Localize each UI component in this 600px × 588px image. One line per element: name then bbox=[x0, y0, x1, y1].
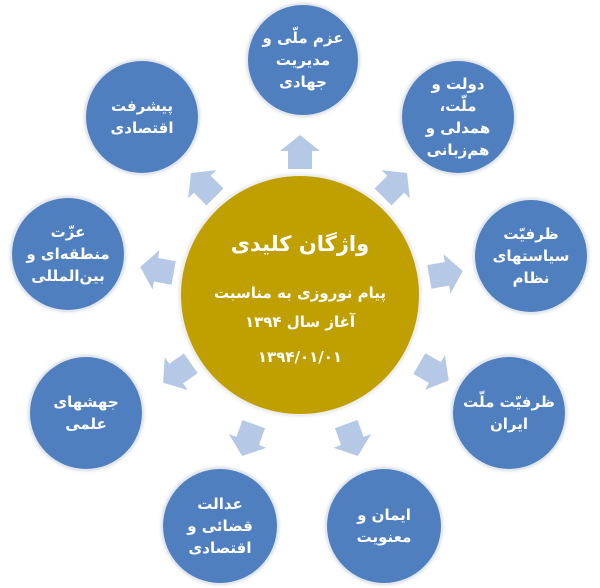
node-judicial-economic-justice: عدالت قضائی و اقتصادی bbox=[163, 469, 277, 583]
node-label: ظرفیّت سیاستهای نظام bbox=[492, 225, 570, 287]
arrow-up-left-icon bbox=[177, 159, 229, 211]
arrow-up-icon bbox=[280, 135, 320, 169]
center-date: ۱۳۹۴/۰۱/۰۱ bbox=[257, 348, 343, 366]
node-label: ایمان و معنویت bbox=[356, 506, 412, 546]
node-label: پیشرفت اقتصادی bbox=[110, 97, 174, 137]
node-label: ظرفیّت ملّت ایران bbox=[463, 393, 555, 433]
node-economic-progress: پیشرفت اقتصادی bbox=[86, 61, 198, 173]
node-scientific-leaps: جهشهای علمی bbox=[30, 357, 142, 469]
arrow-up-right-icon bbox=[369, 159, 421, 211]
node-national-resolve: عزم ملّی و مدیریت جهادی bbox=[248, 5, 358, 115]
center-subtitle-line2: آغاز سال ۱۳۹۴ bbox=[244, 313, 356, 331]
arrow-right-icon bbox=[426, 251, 466, 296]
node-label: عزم ملّی و مدیریت جهادی bbox=[262, 29, 344, 91]
node-label: عزّت منطقه‌ای و بین‌المللی bbox=[26, 223, 110, 285]
node-regional-international-dignity: عزّت منطقه‌ای و بین‌المللی bbox=[12, 198, 124, 310]
node-system-policies: ظرفیّت سیاستهای نظام bbox=[475, 200, 587, 312]
node-label: دولت و ملّت، همدلی و هم‌زبانی bbox=[425, 75, 491, 159]
arrow-down-left-icon bbox=[152, 347, 203, 399]
node-label: عدالت قضائی و اقتصادی bbox=[187, 495, 253, 557]
arrow-left-icon bbox=[137, 247, 177, 292]
node-faith-spirituality: ایمان و معنویت bbox=[327, 469, 441, 583]
node-government-nation: دولت و ملّت، همدلی و هم‌زبانی bbox=[402, 61, 514, 173]
center-keywords-circle: واژگان کلیدی پیام نوروزی به مناسبت آغاز … bbox=[181, 176, 419, 414]
center-title: واژگان کلیدی bbox=[230, 232, 370, 256]
arrow-down-right-icon bbox=[409, 346, 458, 398]
center-subtitle-line1: پیام نوروزی به مناسبت bbox=[214, 284, 386, 302]
node-nation-capacity: ظرفیّت ملّت ایران bbox=[453, 357, 565, 469]
arrow-down-icon bbox=[223, 417, 272, 463]
node-label: جهشهای علمی bbox=[53, 393, 119, 433]
arrow-down-icon bbox=[327, 417, 376, 463]
